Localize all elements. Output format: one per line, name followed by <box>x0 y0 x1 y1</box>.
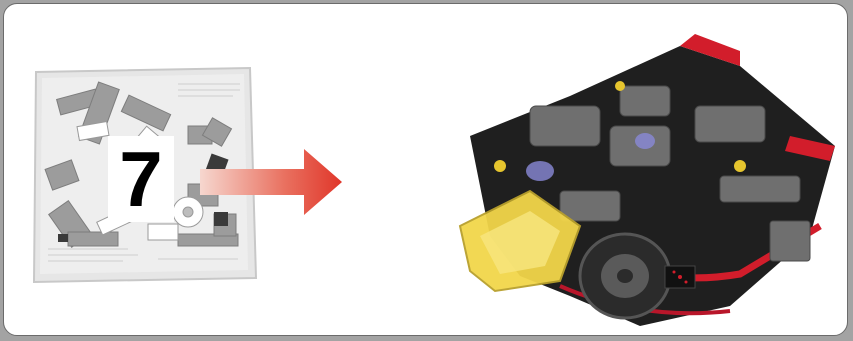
arrow-right-icon <box>200 147 344 217</box>
step-number: 7 <box>119 140 162 218</box>
step-number-badge: 7 <box>108 136 174 222</box>
instruction-step-panel: 7 <box>3 3 848 336</box>
vehicle-model-illustration <box>440 26 840 326</box>
